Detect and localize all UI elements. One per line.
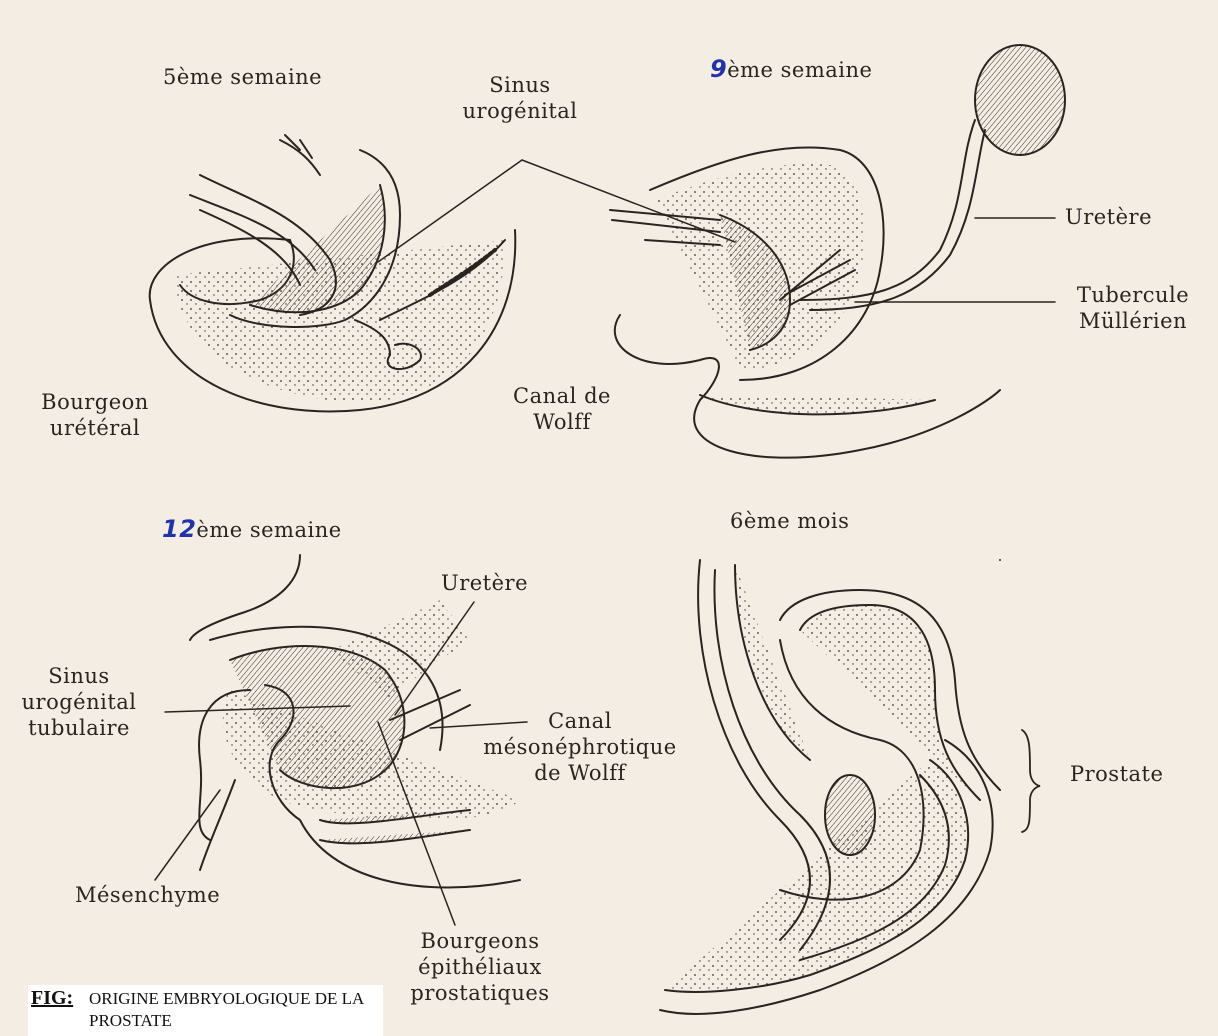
diagram-6th-month — [660, 560, 1040, 1014]
diagram-5th-week — [150, 135, 516, 412]
label-line: épithéliaux — [385, 954, 575, 980]
label-bourgeons-epitheliaux: Bourgeons épithéliaux prostatiques — [385, 928, 575, 1006]
figure-caption: FIG: ORIGINE EMBRYOLOGIQUE DE LA PROSTAT… — [28, 985, 383, 1036]
label-uretere-top: Uretère — [1065, 204, 1152, 230]
diagram-9th-week — [610, 45, 1065, 458]
label-prostate: Prostate — [1070, 761, 1163, 787]
label-canal-mesonephrotique: Canal mésonéphrotique de Wolff — [460, 708, 700, 786]
label-line: Wolff — [492, 409, 632, 435]
label-line: mésonéphrotique — [460, 734, 700, 760]
handwritten-week-number: 12 — [162, 515, 196, 543]
label-line: urétéral — [20, 415, 170, 441]
title-6th-month: 6ème mois — [730, 508, 849, 534]
label-line: Canal de — [492, 383, 632, 409]
label-sinus-urogenital-tubulaire: Sinus urogénital tubulaire — [4, 663, 154, 741]
label-line: Tubercule — [1058, 282, 1208, 308]
label-line: tubulaire — [4, 715, 154, 741]
label-sinus-urogenital: Sinus urogénital — [440, 72, 600, 124]
label-bourgeon-ureteral: Bourgeon urétéral — [20, 389, 170, 441]
label-line: Müllérien — [1058, 308, 1208, 334]
handwritten-week-number: 9 — [710, 55, 727, 83]
label-line: urogénital — [4, 689, 154, 715]
title-9th-week-text: ème semaine — [727, 58, 872, 82]
label-line: Sinus — [440, 72, 600, 98]
label-uretere-bottom: Uretère — [441, 570, 528, 596]
label-line: Bourgeon — [20, 389, 170, 415]
title-5th-week: 5ème semaine — [163, 64, 322, 90]
label-tubercule-mullerien: Tubercule Müllérien — [1058, 282, 1208, 334]
label-line: Sinus — [4, 663, 154, 689]
caption-key: FIG: — [31, 987, 73, 1010]
title-12th-week-text: ème semaine — [196, 518, 341, 542]
caption-text: ORIGINE EMBRYOLOGIQUE DE LA PROSTATE — [89, 988, 381, 1032]
label-line: urogénital — [440, 98, 600, 124]
label-mesenchyme: Mésenchyme — [75, 882, 220, 908]
label-line: de Wolff — [460, 760, 700, 786]
label-line: Bourgeons — [385, 928, 575, 954]
label-line: prostatiques — [385, 980, 575, 1006]
label-canal-de-wolff: Canal de Wolff — [492, 383, 632, 435]
title-9th-week: 9ème semaine — [710, 56, 872, 83]
label-line: Canal — [460, 708, 700, 734]
title-12th-week: 12ème semaine — [162, 516, 342, 543]
